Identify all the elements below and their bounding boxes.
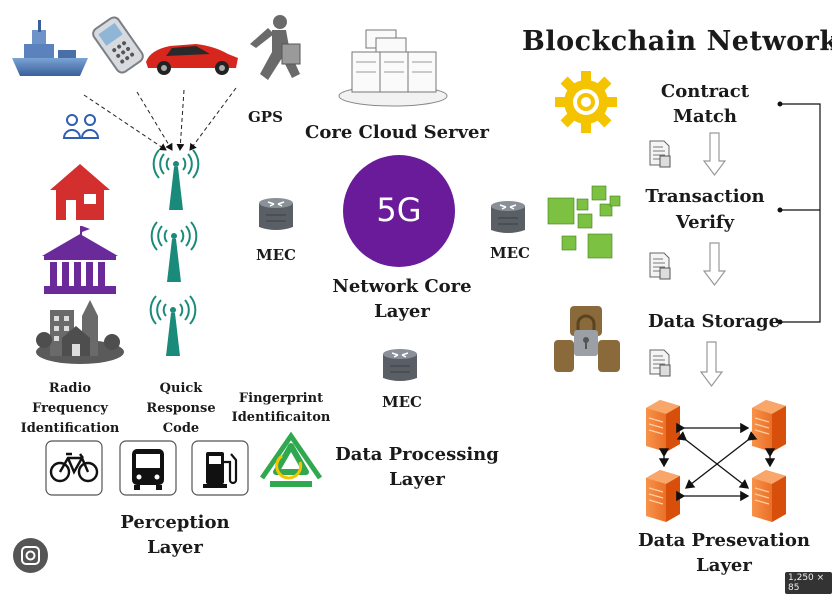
city-icon xyxy=(36,300,124,364)
diagram-canvas xyxy=(12,15,821,523)
blocks-icon xyxy=(547,185,621,259)
blockchain-title: Blockchain Network xyxy=(522,26,832,57)
blockchain-bracket xyxy=(780,103,821,323)
contract-match-label-2: Match xyxy=(673,106,737,127)
data-processing-label-1: Data Processing xyxy=(335,444,499,465)
five-g-node xyxy=(343,155,455,267)
house-icon xyxy=(50,164,110,220)
image-size-badge: 1,250 × 85 xyxy=(785,572,832,594)
rfid-label-1: Radio xyxy=(48,381,92,396)
router-icon xyxy=(382,348,418,382)
people-icon xyxy=(62,114,100,139)
flow-arrows xyxy=(699,132,727,387)
data-preservation-label-2: Layer xyxy=(696,555,752,576)
core-cloud-server-icon xyxy=(338,29,448,107)
ship-icon xyxy=(12,20,88,76)
bus-icon xyxy=(119,440,177,496)
rfid-label-2: Frequency xyxy=(32,401,108,416)
five-g-label: 5G xyxy=(376,191,422,229)
fingerprint-label-1: Fingerprint xyxy=(238,391,324,406)
data-storage-label: Data Storage xyxy=(648,311,781,332)
gear-icon xyxy=(555,71,617,133)
server-icon xyxy=(751,469,787,523)
server-icon xyxy=(645,399,681,453)
data-preservation-label-1: Data Presevation xyxy=(638,530,810,551)
data-processing-label-2: Layer xyxy=(389,469,445,490)
fingerprint-label-2: Identificaiton xyxy=(231,410,331,425)
server-icon xyxy=(645,469,681,523)
antenna-icon xyxy=(150,221,198,283)
router-icon xyxy=(258,197,294,231)
antenna-icon xyxy=(149,295,197,357)
transaction-verify-label-2: Verify xyxy=(675,212,735,233)
qr-label-1: Quick xyxy=(159,381,203,396)
server-icon xyxy=(751,399,787,453)
fuel-pump-icon xyxy=(191,440,249,496)
recycle-icon xyxy=(259,431,323,487)
document-icon xyxy=(649,252,671,280)
lens-icon[interactable] xyxy=(13,538,48,573)
phone-icon xyxy=(92,16,144,74)
document-icon xyxy=(649,349,671,377)
document-icon xyxy=(649,140,671,168)
perception-label-2: Layer xyxy=(147,537,203,558)
bicycle-icon xyxy=(45,440,103,496)
transaction-verify-label-1: Transaction xyxy=(645,186,765,207)
qr-label-3: Code xyxy=(162,421,200,436)
gps-dashed-links xyxy=(83,87,237,151)
network-core-label-2: Layer xyxy=(374,301,430,322)
router-icon xyxy=(490,200,526,234)
car-icon xyxy=(146,44,238,75)
perception-label-1: Perception xyxy=(120,512,230,533)
lock-icon xyxy=(554,306,620,372)
network-core-label-1: Network Core xyxy=(332,276,472,297)
qr-label-2: Response xyxy=(146,401,216,416)
contract-match-label-1: Contract xyxy=(660,81,750,102)
mec-right-label: MEC xyxy=(490,244,530,262)
core-cloud-server-label: Core Cloud Server xyxy=(305,122,489,143)
mec-bottom-label: MEC xyxy=(382,393,422,411)
runner-icon xyxy=(250,15,301,80)
bank-icon xyxy=(42,226,118,294)
antenna-icon xyxy=(152,149,200,211)
bracket-dots xyxy=(777,101,783,325)
gps-label: GPS xyxy=(248,108,283,126)
mec-left-label: MEC xyxy=(256,246,296,264)
server-links xyxy=(658,422,776,502)
rfid-label-3: Identification xyxy=(20,421,120,436)
